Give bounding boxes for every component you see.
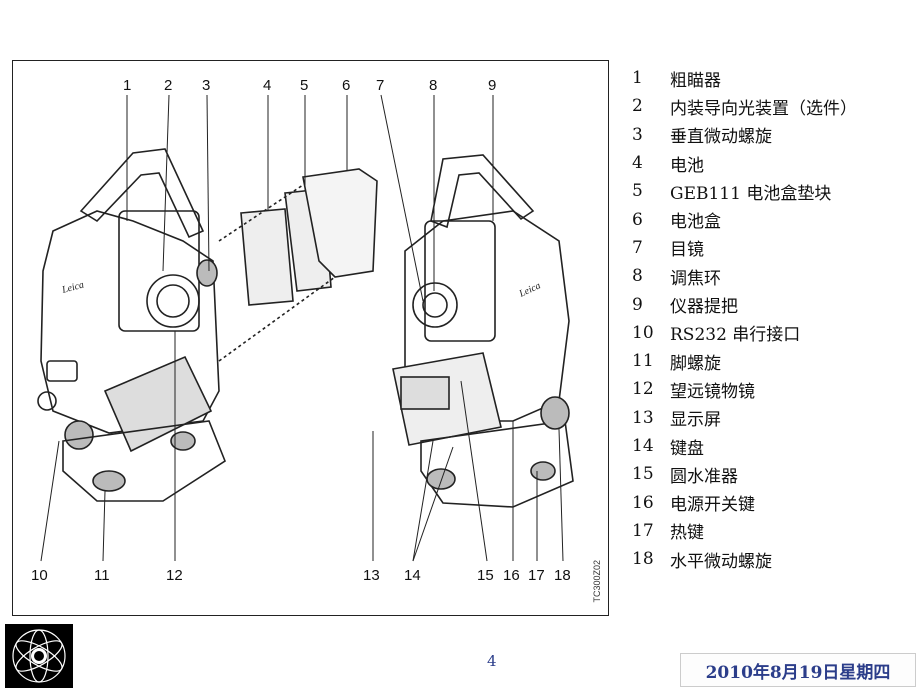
- legend-number: 1: [632, 68, 643, 89]
- legend-label: 键盘: [670, 438, 704, 459]
- legend-number: 3: [632, 124, 643, 145]
- callout-2: 2: [164, 77, 173, 94]
- legend-item: 5 GEB111 电池盒垫块: [632, 177, 917, 205]
- legend-label: RS232 串行接口: [670, 325, 801, 346]
- legend-item: 3 垂直微动螺旋: [632, 121, 917, 149]
- callout-15: 15: [477, 567, 494, 584]
- legend-number: 13: [632, 407, 654, 428]
- callout-7: 7: [376, 77, 385, 94]
- legend-number: 17: [632, 520, 654, 541]
- date-text: 2010年8月19日星期四: [705, 662, 891, 683]
- legend-label: 粗瞄器: [670, 70, 721, 91]
- legend-item: 11 脚螺旋: [632, 347, 917, 375]
- globe-logo-icon: [5, 624, 73, 688]
- callout-12: 12: [166, 567, 183, 584]
- callout-13: 13: [363, 567, 380, 584]
- legend-label: GEB111 电池盒垫块: [670, 183, 832, 204]
- right-eyepiece-outer: [412, 282, 458, 328]
- legend-item: 9 仪器提把: [632, 290, 917, 318]
- left-objective-outer: [146, 274, 200, 328]
- legend-number: 7: [632, 237, 643, 258]
- legend-number: 9: [632, 294, 643, 315]
- date-label: 2010年8月19日星期四: [680, 653, 916, 687]
- legend-label: 电池: [670, 155, 704, 176]
- legend-number: 12: [632, 379, 654, 400]
- callout-17: 17: [528, 567, 545, 584]
- legend-number: 2: [632, 96, 643, 117]
- callout-18: 18: [554, 567, 571, 584]
- legend-label: 圆水准器: [670, 466, 738, 487]
- right-eyepiece-inner: [422, 292, 448, 318]
- legend-item: 2 内装导向光装置（选件）: [632, 92, 917, 120]
- legend-number: 16: [632, 492, 654, 513]
- legend-number: 8: [632, 266, 643, 287]
- figure-code: TC300Z02: [592, 560, 602, 603]
- legend-label: 调焦环: [670, 268, 721, 289]
- callout-14: 14: [404, 567, 421, 584]
- legend-label: 显示屏: [670, 410, 721, 431]
- legend-item: 16 电源开关键: [632, 488, 917, 516]
- legend-number: 15: [632, 464, 654, 485]
- legend-label: 水平微动螺旋: [670, 551, 772, 572]
- left-tribrach: [62, 420, 226, 502]
- callout-10: 10: [31, 567, 48, 584]
- legend-item: 12 望远镜物镜: [632, 375, 917, 403]
- legend-number: 10: [632, 322, 654, 343]
- legend-item: 1 粗瞄器: [632, 64, 917, 92]
- legend-label: 电源开关键: [670, 495, 755, 516]
- callout-6: 6: [342, 77, 351, 94]
- legend-number: 4: [632, 153, 643, 174]
- legend-item: 10 RS232 串行接口: [632, 319, 917, 347]
- legend-label: 仪器提把: [670, 297, 738, 318]
- legend-item: 18 水平微动螺旋: [632, 545, 917, 573]
- legend-item: 13 显示屏: [632, 404, 917, 432]
- legend-label: 脚螺旋: [670, 353, 721, 374]
- legend-item: 6 电池盒: [632, 205, 917, 233]
- callout-16: 16: [503, 567, 520, 584]
- battery-box: [302, 168, 378, 278]
- legend-label: 目镜: [670, 240, 704, 261]
- legend-item: 8 调焦环: [632, 262, 917, 290]
- callout-3: 3: [202, 77, 211, 94]
- instrument-diagram: Leica Leica 1 2 3 4 5 6 7 8 9 10 11 12 1…: [12, 60, 609, 616]
- callout-8: 8: [429, 77, 438, 94]
- legend-item: 14 键盘: [632, 432, 917, 460]
- legend-label: 垂直微动螺旋: [670, 127, 772, 148]
- left-display-panel: [103, 355, 213, 453]
- left-objective-inner: [156, 284, 190, 318]
- callout-11: 11: [94, 567, 110, 584]
- legend-label: 内装导向光装置（选件）: [670, 98, 857, 119]
- legend-item: 15 圆水准器: [632, 460, 917, 488]
- callout-4: 4: [263, 77, 272, 94]
- callout-9: 9: [488, 77, 497, 94]
- total-station-drawing: Leica Leica: [37, 94, 574, 562]
- parts-legend: 1 粗瞄器 2 内装导向光装置（选件） 3 垂直微动螺旋 4 电池 5 GEB111 电池…: [632, 64, 917, 573]
- left-brand-label: Leica: [60, 280, 85, 297]
- battery: [240, 208, 294, 306]
- right-handle: [430, 154, 535, 229]
- page-number: 4: [487, 652, 497, 670]
- left-telescope-housing: [118, 210, 200, 332]
- legend-number: 5: [632, 181, 643, 202]
- legend-item: 4 电池: [632, 149, 917, 177]
- legend-number: 11: [632, 351, 654, 372]
- callout-1: 1: [123, 77, 132, 94]
- left-handle: [79, 148, 205, 239]
- legend-label: 热键: [670, 523, 704, 544]
- legend-number: 6: [632, 209, 643, 230]
- legend-label: 电池盒: [670, 212, 721, 233]
- legend-label: 望远镜物镜: [670, 381, 755, 402]
- legend-item: 17 热键: [632, 517, 917, 545]
- right-brand-label: Leica: [517, 280, 543, 300]
- legend-number: 14: [632, 436, 654, 456]
- legend-number: 18: [632, 549, 654, 570]
- legend-item: 7 目镜: [632, 234, 917, 262]
- callout-5: 5: [300, 77, 309, 94]
